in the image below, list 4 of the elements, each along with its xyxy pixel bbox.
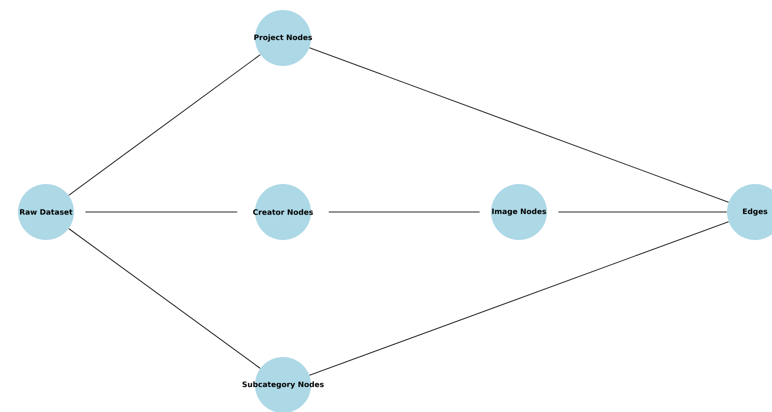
connector-line [309, 221, 729, 376]
connector-line [68, 228, 261, 369]
connector-line [68, 54, 261, 196]
connector-line [309, 47, 729, 203]
